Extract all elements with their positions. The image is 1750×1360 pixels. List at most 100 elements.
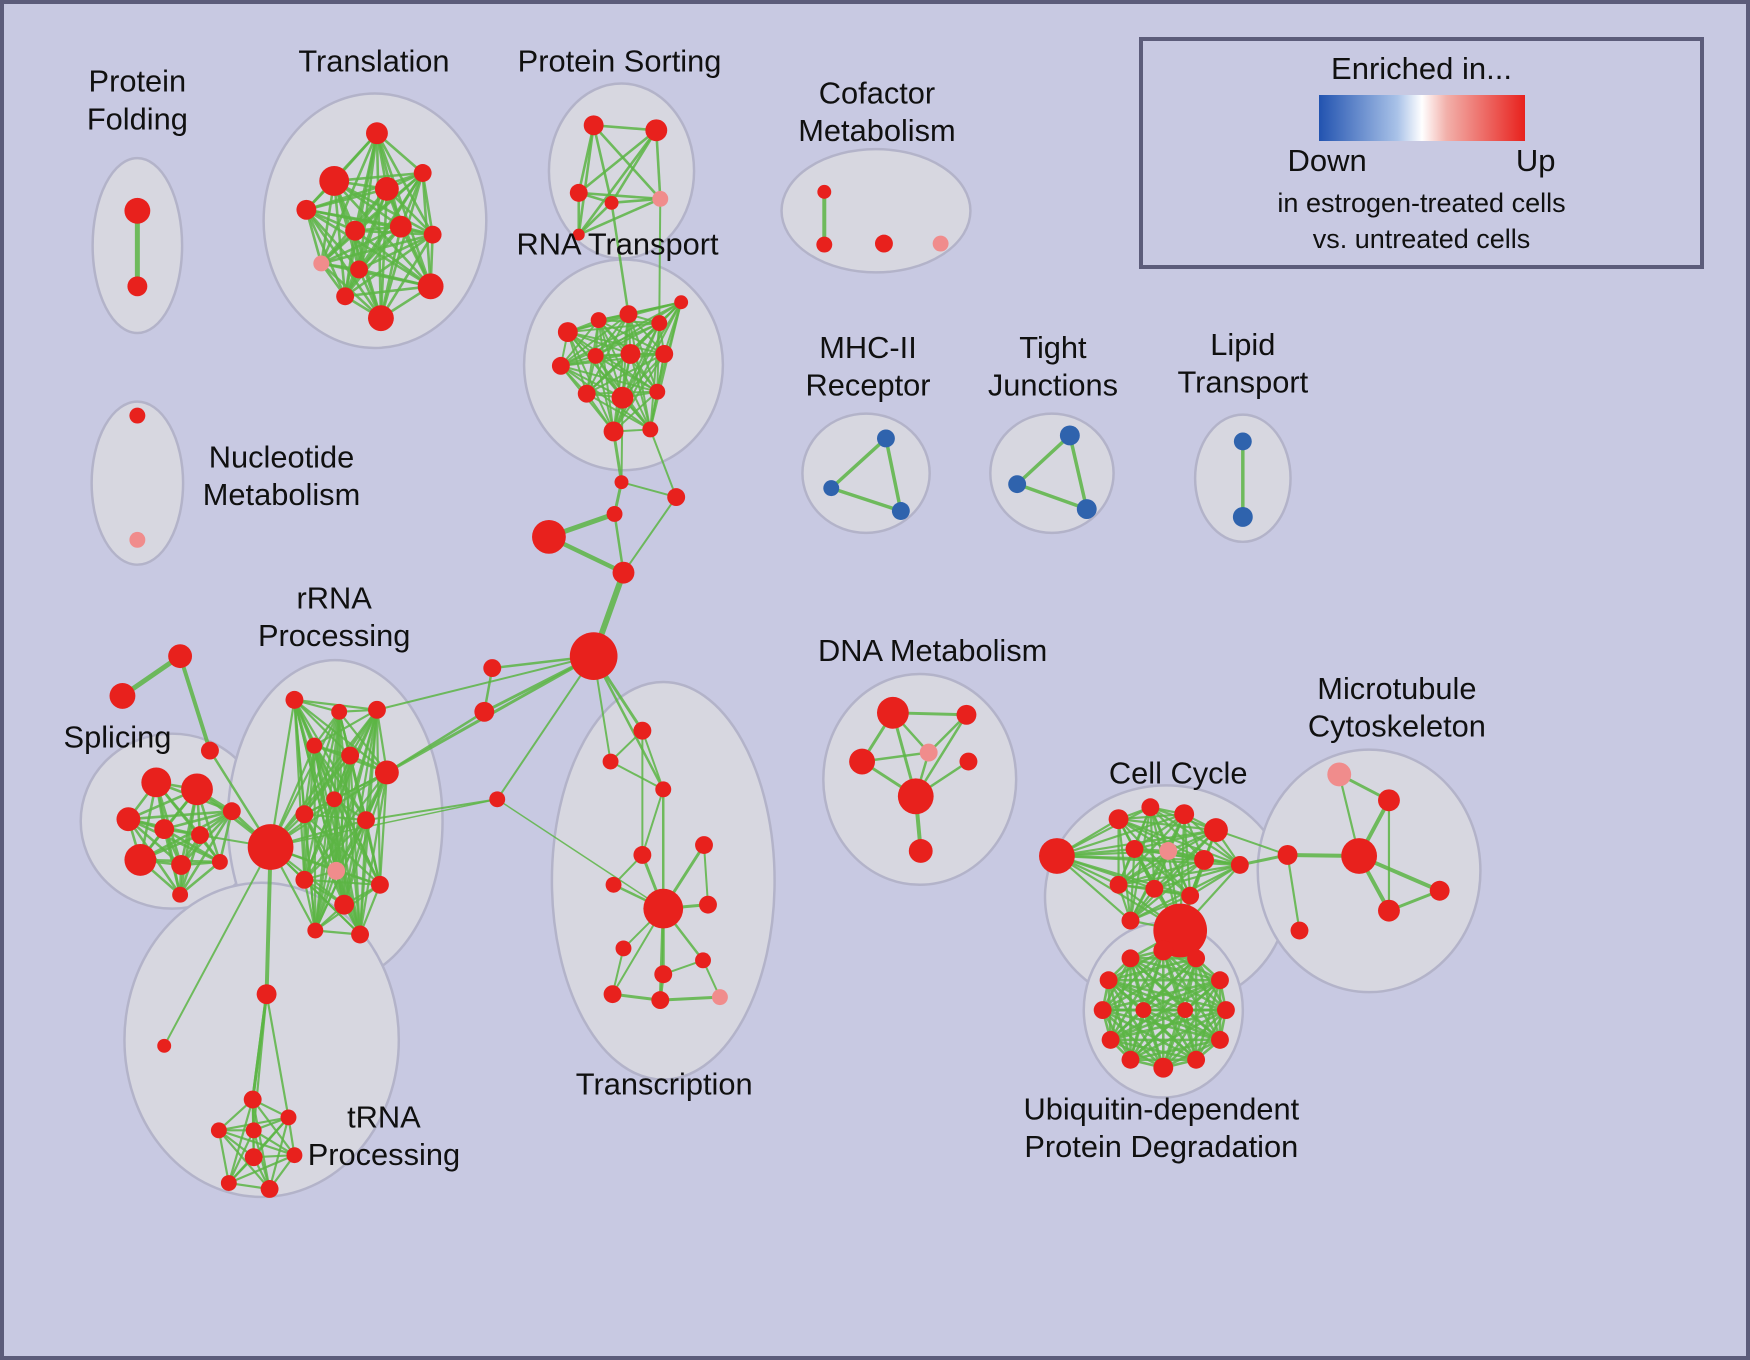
- network-edge: [612, 313, 630, 433]
- network-edge: [1107, 978, 1228, 1012]
- network-edge: [303, 813, 317, 932]
- gene-set-node-red: [1216, 1001, 1235, 1019]
- gene-set-node-red: [366, 122, 388, 145]
- network-edge: [1107, 957, 1198, 982]
- network-edge: [566, 331, 659, 393]
- network-edge: [577, 123, 595, 236]
- gene-set-node-red: [222, 802, 241, 821]
- gene-set-node-red: [699, 895, 717, 914]
- gene-set-node-red: [649, 383, 666, 400]
- network-edge: [379, 187, 389, 320]
- network-edge: [313, 708, 379, 747]
- legend-endpoints: Down Up: [1288, 143, 1556, 179]
- gene-set-node-red: [849, 748, 875, 775]
- gene-set-node-red: [389, 215, 412, 238]
- network-edge: [378, 771, 388, 886]
- gene-set-node-red: [331, 703, 348, 720]
- network-edge: [364, 819, 382, 886]
- network-edge: [884, 436, 903, 513]
- network-edge: [357, 131, 379, 271]
- gene-set-node-blue: [1008, 475, 1027, 494]
- network-edge: [375, 655, 595, 711]
- network-edge: [305, 208, 383, 320]
- network-edge: [319, 233, 434, 265]
- gene-set-node-red: [645, 119, 668, 142]
- network-edge: [269, 771, 388, 849]
- gene-set-node-red: [334, 894, 355, 915]
- gene-set-node-pink: [932, 235, 949, 252]
- network-edge: [303, 878, 362, 936]
- network-edge: [1142, 957, 1198, 1012]
- network-edge: [609, 760, 665, 791]
- gene-set-node-red: [1099, 971, 1118, 990]
- gene-set-node-red: [1177, 1002, 1194, 1018]
- network-edge: [217, 1129, 271, 1191]
- network-edge: [343, 754, 352, 906]
- gene-set-node-red: [604, 195, 619, 210]
- network-edge: [162, 809, 234, 831]
- gene-set-node-red: [1135, 1002, 1152, 1018]
- network-edge: [612, 301, 683, 433]
- network-edge: [1129, 1008, 1228, 1062]
- gene-set-node-red: [474, 701, 495, 722]
- network-edge: [1129, 806, 1152, 922]
- gene-set-node-red: [295, 870, 314, 889]
- network-edge: [658, 197, 662, 325]
- network-edge: [1109, 1038, 1198, 1062]
- network-edge: [577, 128, 658, 236]
- gene-set-node-red: [1378, 899, 1400, 922]
- legend-gradient-bar: [1318, 95, 1525, 141]
- gene-set-node-red: [655, 344, 674, 363]
- network-edge: [264, 845, 273, 997]
- network-edge: [1101, 957, 1198, 1012]
- gene-set-node-red: [368, 305, 394, 332]
- legend: Enriched in... Down Up in estrogen-treat…: [1139, 37, 1704, 269]
- gene-set-node-blue: [1232, 507, 1253, 527]
- network-edge: [658, 995, 722, 1002]
- cluster-ellipse-tight_junctions: [989, 412, 1115, 535]
- network-edge: [620, 481, 678, 499]
- gene-set-node-red: [908, 839, 933, 863]
- gene-set-node-red: [674, 295, 689, 310]
- network-edge: [1129, 957, 1187, 1012]
- gene-set-node-red: [1204, 818, 1228, 843]
- network-edge: [622, 496, 678, 574]
- legend-caption-line1: in estrogen-treated cells: [1277, 188, 1566, 218]
- gene-set-node-red: [1125, 840, 1144, 858]
- gene-set-node-blue: [1233, 432, 1252, 451]
- gene-set-node-red: [127, 276, 148, 297]
- gene-set-node-red: [695, 952, 711, 969]
- network-edge: [269, 708, 379, 849]
- network-edge: [1129, 847, 1136, 922]
- legend-down-label: Down: [1287, 143, 1367, 178]
- gene-set-node-red: [605, 876, 622, 893]
- cluster-ellipse-cofactor: [780, 147, 972, 274]
- network-edge: [577, 128, 658, 195]
- gene-set-node-red: [583, 115, 604, 136]
- network-edge: [1117, 858, 1206, 886]
- network-edge: [305, 171, 424, 212]
- gene-set-node-red: [817, 184, 832, 199]
- network-edge: [1214, 829, 1289, 856]
- network-edge: [1286, 853, 1301, 932]
- gene-set-node-red: [370, 875, 389, 894]
- gene-set-node-red: [200, 741, 219, 760]
- network-edge: [303, 710, 341, 881]
- gene-set-node-red: [172, 886, 189, 903]
- network-edge: [577, 201, 613, 236]
- gene-set-node-pink: [313, 255, 330, 272]
- gene-set-node-red: [1121, 1050, 1140, 1069]
- network-edge: [303, 819, 368, 881]
- gene-set-node-pink: [1159, 842, 1178, 860]
- cluster-label-rna_transport: RNA Transport: [517, 227, 719, 262]
- gene-set-node-pink: [327, 861, 346, 880]
- gene-set-node-red: [245, 1122, 262, 1139]
- gene-set-node-red: [307, 922, 324, 939]
- gene-set-node-red: [326, 791, 343, 808]
